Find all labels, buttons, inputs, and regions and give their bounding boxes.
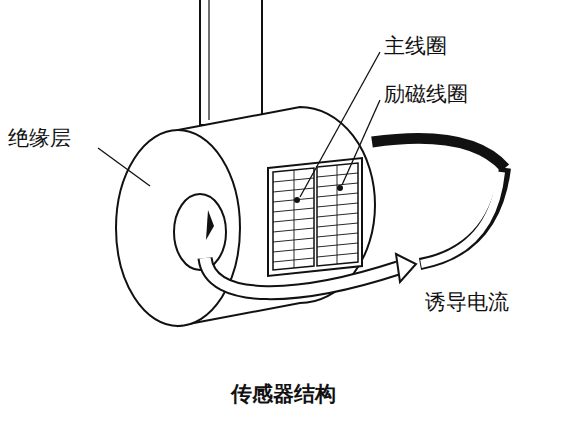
figure-caption: 传感器结构	[231, 382, 336, 407]
insulation-face	[116, 130, 240, 326]
hole-shadow	[206, 210, 214, 240]
leader-lines	[98, 52, 380, 197]
part-label: 励磁线圈	[384, 82, 468, 107]
current-arrow	[205, 168, 505, 293]
part-label: 诱导电流	[425, 290, 509, 315]
part-label: 绝缘层	[8, 126, 71, 151]
pipe	[200, 0, 262, 125]
coil-window	[268, 158, 362, 276]
part-label: 主线圈	[384, 34, 447, 59]
current-band	[372, 138, 505, 168]
